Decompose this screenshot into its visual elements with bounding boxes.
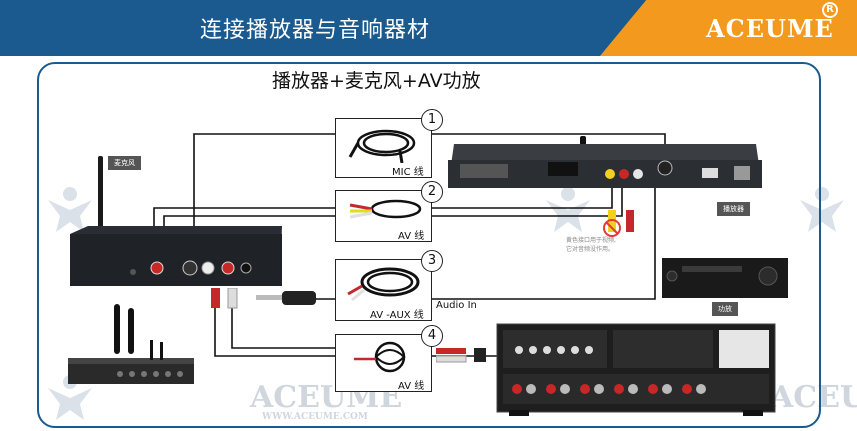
cable-4-label: AV 线 bbox=[398, 381, 425, 392]
video-note-line1: 黄色接口用于视频, bbox=[566, 237, 616, 244]
header-bar bbox=[0, 0, 857, 56]
watermark-url: WWW.ACEUME.COM bbox=[262, 412, 368, 422]
audio-in-label: Audio In bbox=[436, 300, 477, 311]
video-note: 黄色接口用于视频, 它对音频没作用。 bbox=[566, 236, 616, 254]
mic-cable-icon bbox=[348, 129, 416, 163]
cable-box-2: AV 线 bbox=[335, 190, 432, 242]
cable-box-3: AV -AUX 线 bbox=[335, 259, 432, 321]
microphone-receiver bbox=[70, 156, 282, 286]
watermark-figure-icon bbox=[800, 187, 844, 232]
watermark-brand: ACEUME bbox=[770, 380, 857, 415]
av-cable-icon bbox=[349, 199, 422, 219]
watermark-figure-icon bbox=[48, 187, 92, 232]
cable-1-label: MIC 线 bbox=[392, 167, 424, 178]
cable-3-label: AV -AUX 线 bbox=[370, 310, 424, 321]
rca-plugs-icon bbox=[211, 288, 238, 309]
av-cable-icon bbox=[354, 341, 406, 373]
diagram-frame bbox=[37, 62, 821, 428]
amplifier-front bbox=[662, 258, 788, 298]
cable-number-3: 3 bbox=[421, 250, 443, 272]
no-video-icon bbox=[603, 210, 634, 237]
diagram-subtitle: 播放器+麦克风+AV功放 bbox=[272, 70, 481, 92]
aux-cable-icon bbox=[347, 267, 420, 302]
amplifier-back-panel bbox=[496, 323, 776, 416]
microphone-label: 麦克风 bbox=[108, 156, 141, 170]
cable-number-2: 2 bbox=[421, 181, 443, 203]
media-player bbox=[448, 136, 762, 188]
cable-box-1: MIC 线 bbox=[335, 118, 432, 178]
cable-box-4: AV 线 bbox=[335, 334, 432, 392]
header-accent bbox=[600, 0, 857, 56]
video-note-line2: 它对音频没作用。 bbox=[566, 246, 615, 253]
cable-number-4: 4 bbox=[421, 325, 443, 347]
page-title: 连接播放器与音响器材 bbox=[200, 18, 431, 43]
cable-number-1: 1 bbox=[421, 109, 443, 131]
aux-jack-icon bbox=[256, 291, 316, 305]
microphone-kit bbox=[68, 304, 194, 384]
brand-logo: ACEUME bbox=[706, 14, 834, 43]
player-label: 播放器 bbox=[717, 202, 750, 216]
amplifier-label: 功放 bbox=[712, 302, 738, 316]
registered-mark: R bbox=[822, 2, 838, 18]
cable-2-label: AV 线 bbox=[398, 231, 425, 242]
rca-plugs-icon bbox=[436, 348, 486, 363]
